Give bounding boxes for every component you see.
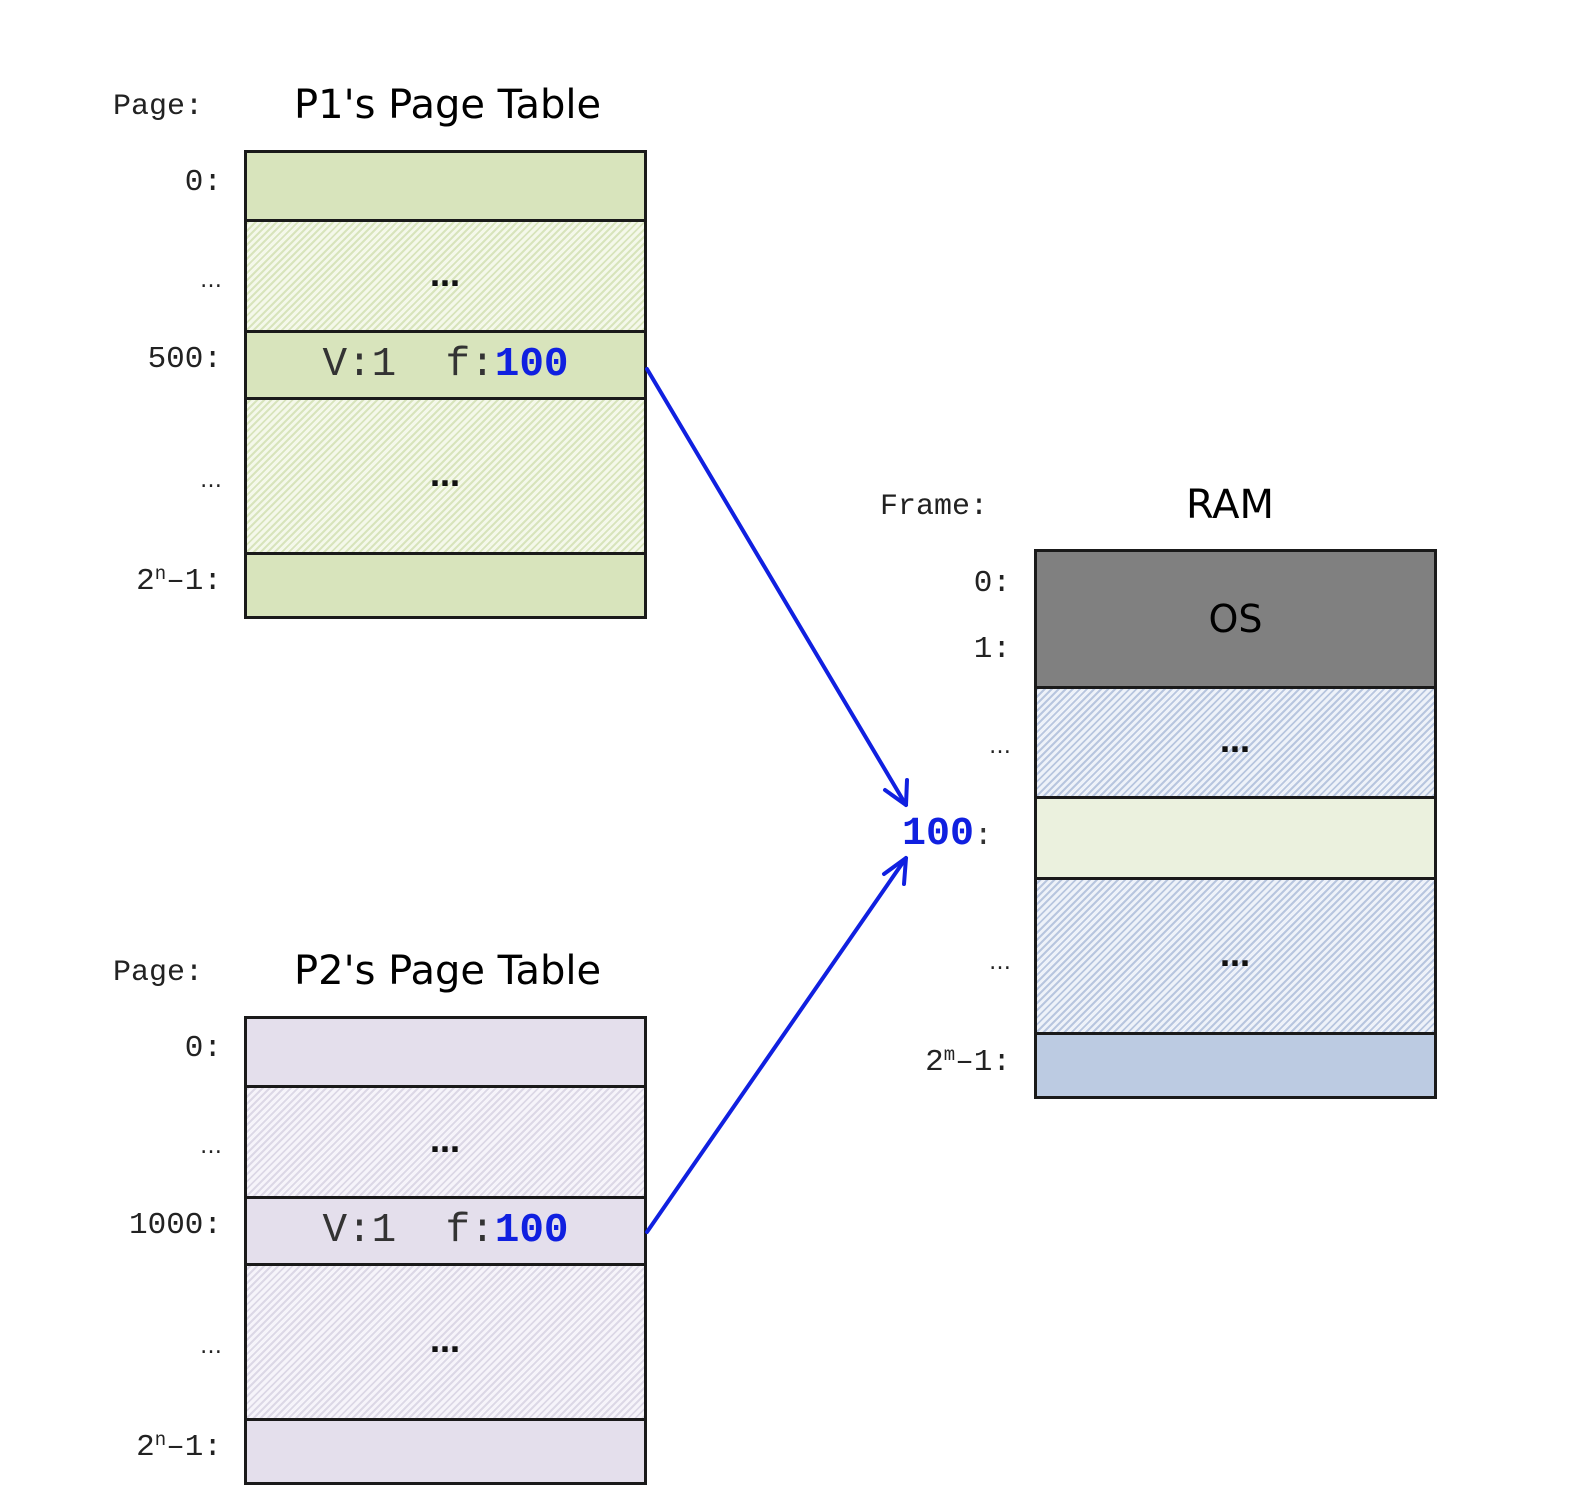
p2-row-1000: V:1 f:100	[247, 1196, 644, 1263]
p1-row-label-500: 500:	[147, 342, 222, 377]
p2-page-header: Page:	[113, 956, 204, 990]
p2-row-0	[247, 1019, 644, 1085]
p1-row-0	[247, 153, 644, 219]
ram-title: RAM	[1186, 482, 1275, 528]
ram-table: OS … …	[1034, 549, 1437, 1099]
p1-page-header: Page:	[113, 90, 204, 124]
p1-row-label-ellipsis-1: …	[200, 268, 222, 293]
p2-row-label-ellipsis-2: …	[200, 1334, 222, 1359]
p2-page-table-title: P2's Page Table	[294, 948, 602, 994]
p1-row-last	[247, 552, 644, 616]
p1-row-label-0: 0:	[184, 165, 222, 200]
ram-os-region: OS	[1037, 552, 1434, 686]
p2-page-table: … V:1 f:100 …	[244, 1016, 647, 1485]
ram-row-label-ellipsis-2: …	[989, 950, 1011, 975]
p1-arrow-head	[883, 778, 909, 807]
ram-row-label-last: 2m–1:	[925, 1044, 1011, 1080]
p2-row-label-ellipsis-1: …	[200, 1134, 222, 1159]
p1-page-table: … V:1 f:100 …	[244, 150, 647, 619]
p1-row-range-1: …	[247, 219, 644, 330]
p1-to-frame-100-arrow	[645, 367, 908, 807]
ram-range-1: …	[1037, 686, 1434, 796]
ram-frame-last	[1037, 1032, 1434, 1096]
p1-page-table-title: P1's Page Table	[294, 82, 602, 128]
p2-row-range-2: …	[247, 1263, 644, 1418]
p2-row-range-1: …	[247, 1085, 644, 1196]
p1-row-range-2: …	[247, 397, 644, 552]
p2-row-last	[247, 1418, 644, 1482]
p2-arrow-head	[882, 856, 908, 886]
ram-range-2: …	[1037, 877, 1434, 1032]
ram-frame-100	[1037, 796, 1434, 877]
os-label: OS	[1208, 597, 1263, 641]
p2-row-label-last: 2n–1:	[136, 1429, 222, 1465]
ram-row-label-0: 0:	[973, 566, 1011, 601]
p2-row-label-1000: 1000:	[128, 1208, 222, 1243]
ram-frame-100-label: 100:	[902, 812, 993, 857]
p1-row-label-ellipsis-2: …	[200, 468, 222, 493]
p2-entry-1000: V:1 f:100	[322, 1208, 569, 1254]
ram-frame-header: Frame:	[880, 490, 989, 524]
ram-row-label-1: 1:	[973, 632, 1011, 667]
p2-to-frame-100-arrow	[645, 856, 908, 1234]
p2-row-label-0: 0:	[184, 1031, 222, 1066]
p1-row-500: V:1 f:100	[247, 330, 644, 397]
p1-entry-500: V:1 f:100	[322, 342, 569, 388]
ram-row-label-ellipsis-1: …	[989, 734, 1011, 759]
p1-row-label-last: 2n–1:	[136, 563, 222, 599]
